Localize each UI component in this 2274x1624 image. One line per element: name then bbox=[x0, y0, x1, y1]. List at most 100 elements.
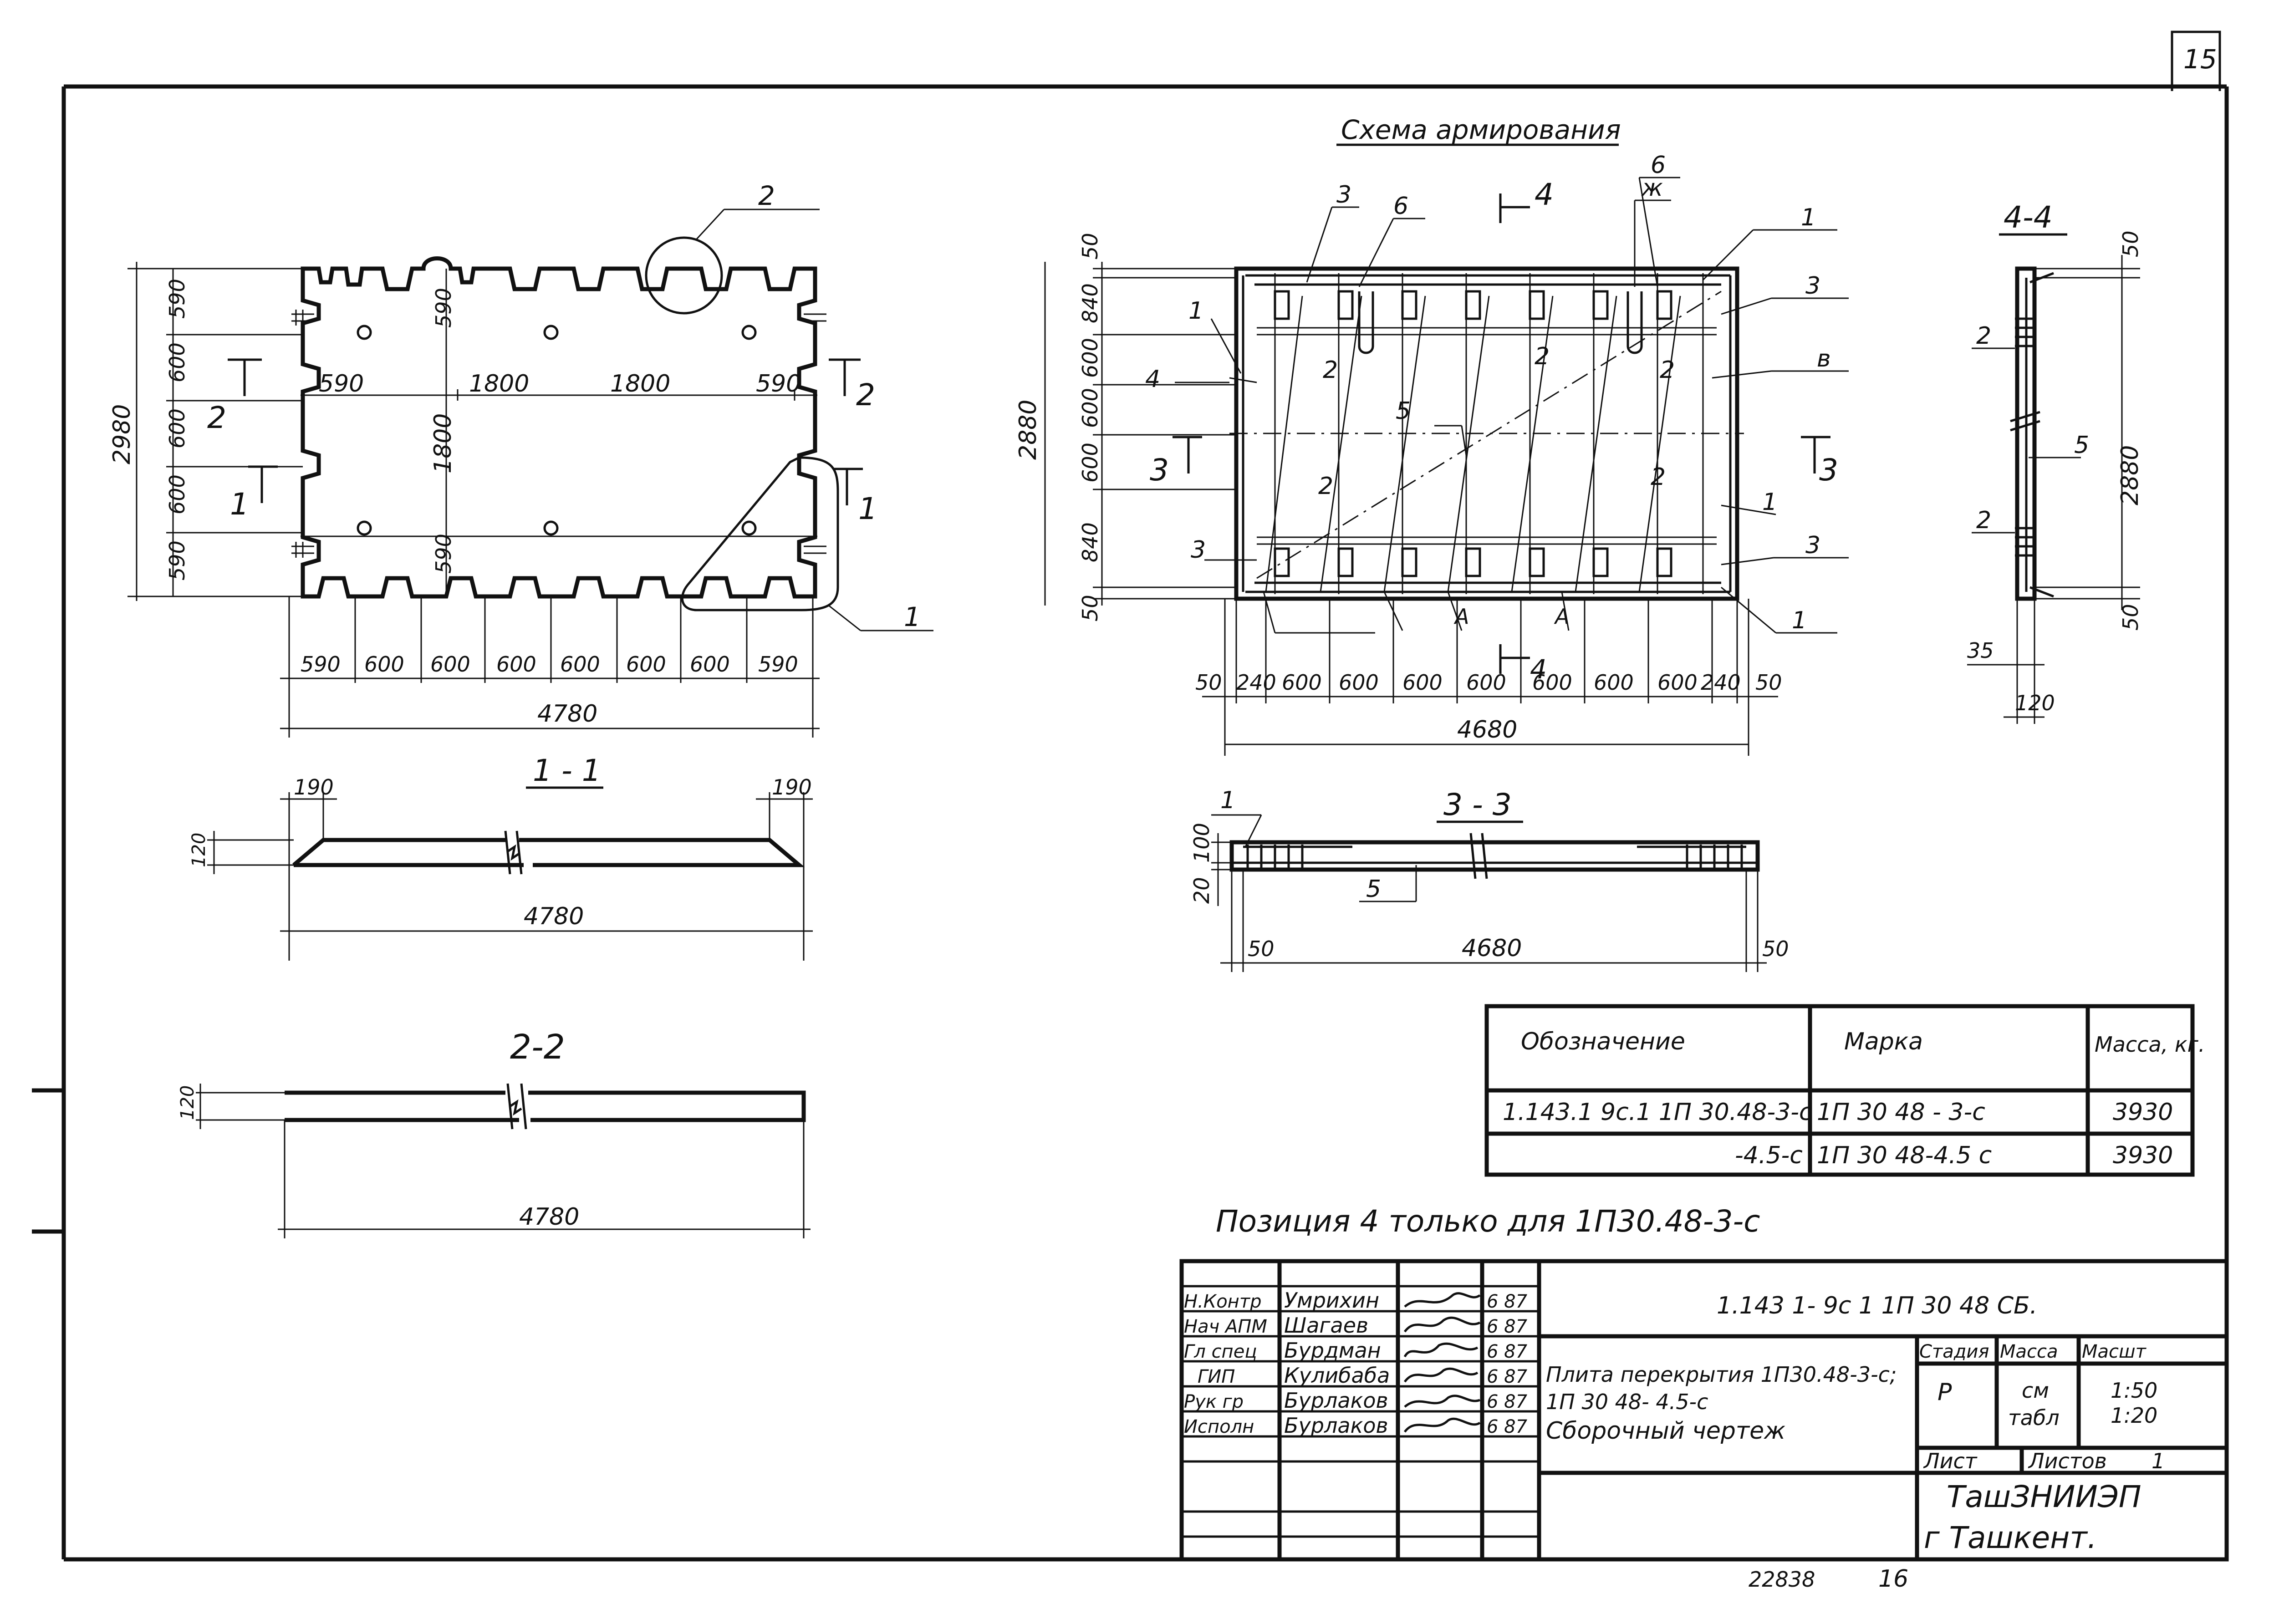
tb-org-2: г Ташкент. bbox=[1924, 1520, 2097, 1555]
reinf-label-5: 5 bbox=[1396, 397, 1411, 425]
reinf-side-dim-5: 600 bbox=[1078, 443, 1102, 483]
plan-inner-dim-bottomv: 590 bbox=[431, 534, 456, 574]
sec44-dim35: 35 bbox=[1967, 638, 1994, 663]
reinforcement-scheme: Схема армирования bbox=[1015, 114, 1849, 756]
reinf-bottom-dim-8: 600 bbox=[1594, 670, 1634, 695]
plan-section-mark-2-left: 2 bbox=[207, 400, 226, 435]
tb-signatures bbox=[1403, 1292, 1481, 1433]
reinf-title: Схема армирования bbox=[1341, 114, 1621, 145]
plan-callout-2: 2 bbox=[758, 180, 775, 211]
reinf-bottom-dim-5: 600 bbox=[1402, 670, 1443, 695]
tb-scale-label: Масшт bbox=[2082, 1341, 2147, 1362]
tb-name-5: Бурлаков bbox=[1284, 1388, 1388, 1413]
sec33-label-5: 5 bbox=[1366, 876, 1381, 903]
spec-row1-designation: 1.143.1 9с.1 1П 30.48-3-с bbox=[1503, 1099, 1812, 1126]
spec-row2-designation: -4.5-с bbox=[1735, 1142, 1803, 1169]
plan-section-mark-2-right: 2 bbox=[856, 377, 875, 412]
spec-row1-mark: 1П 30 48 - 3-с bbox=[1817, 1099, 1985, 1126]
plan-inner-dim-mid1: 1800 bbox=[469, 370, 529, 397]
reinf-label-1-left: 1 bbox=[1188, 297, 1203, 325]
tb-date-5: 6 87 bbox=[1487, 1391, 1528, 1412]
tb-title-line2: 1П 30 48- 4.5-с bbox=[1546, 1390, 1708, 1414]
reinf-side-dim-1: 50 bbox=[1078, 233, 1102, 260]
tb-title-line3: Сборочный чертеж bbox=[1546, 1417, 1785, 1445]
reinf-side-dim-3: 600 bbox=[1078, 338, 1102, 378]
sec44-label-2a: 2 bbox=[1976, 322, 1991, 350]
tb-date-3: 6 87 bbox=[1487, 1341, 1528, 1362]
sec11-dim-left: 190 bbox=[294, 775, 334, 799]
reinf-label-2-a: 2 bbox=[1323, 356, 1338, 384]
reinf-bottom-dim-2: 240 bbox=[1236, 670, 1276, 695]
plan-bottom-dim-4: 600 bbox=[496, 652, 536, 677]
reinf-side-dim-7: 50 bbox=[1078, 595, 1102, 621]
sec44-height: 2880 bbox=[2116, 445, 2144, 505]
sec22-length: 4780 bbox=[519, 1203, 579, 1231]
plan-callout-1: 1 bbox=[904, 601, 921, 632]
reinf-section-3-left: 3 bbox=[1150, 453, 1169, 488]
reinf-height-total: 2880 bbox=[1015, 400, 1042, 460]
plan-length-total: 4780 bbox=[537, 700, 597, 728]
reinf-label-1-right: 1 bbox=[1762, 489, 1777, 516]
reinf-bottom-dim-3: 600 bbox=[1282, 670, 1322, 695]
reinf-bottom-dim-9: 600 bbox=[1657, 670, 1698, 695]
tb-name-4: Кулибаба bbox=[1284, 1363, 1390, 1388]
reinf-label-6-top: 6 bbox=[1393, 193, 1408, 220]
reinf-section-4-bottom: 4 bbox=[1530, 654, 1547, 685]
sec11-dim-h: 120 bbox=[189, 833, 209, 867]
plan-inner-dim-topv: 590 bbox=[431, 288, 456, 328]
reinf-side-dim-6: 840 bbox=[1078, 522, 1102, 562]
tb-scale-2: 1:20 bbox=[2111, 1403, 2157, 1428]
plan-side-dim-4: 600 bbox=[165, 474, 189, 514]
reinf-bottom-dim-4: 600 bbox=[1339, 670, 1379, 695]
reinf-label-3-bottomright: 3 bbox=[1805, 532, 1820, 559]
tb-date-6: 6 87 bbox=[1487, 1416, 1528, 1437]
footer-id: 22838 bbox=[1749, 1567, 1815, 1592]
sec44-dim120: 120 bbox=[2015, 691, 2055, 715]
sec33-left: 50 bbox=[1248, 937, 1275, 961]
tb-role-2: Нач АПМ bbox=[1184, 1316, 1267, 1337]
tb-role-4: ГИП bbox=[1198, 1366, 1235, 1387]
reinf-side-dim-2: 840 bbox=[1078, 283, 1102, 323]
tb-name-3: Бурдман bbox=[1284, 1338, 1381, 1363]
tb-mass-label: Масса bbox=[2000, 1341, 2058, 1362]
tb-role-3: Гл спец bbox=[1184, 1341, 1257, 1362]
reinf-label-3-topleft: 3 bbox=[1336, 181, 1351, 209]
tb-scale-1: 1:50 bbox=[2111, 1378, 2157, 1403]
reinf-label-v: в bbox=[1817, 345, 1831, 372]
spec-row2-mass: 3930 bbox=[2113, 1142, 2173, 1169]
reinf-bottom-dim-11: 50 bbox=[1755, 670, 1782, 695]
plan-height-total: 2980 bbox=[108, 404, 136, 464]
spec-header-mass: Масса, кг. bbox=[2095, 1032, 2205, 1057]
reinf-label-2-d: 2 bbox=[1318, 473, 1333, 500]
reinf-label-2-b: 2 bbox=[1535, 343, 1550, 370]
plan-bottom-dim-7: 600 bbox=[690, 652, 730, 677]
plan-section-mark-1-left: 1 bbox=[230, 487, 249, 522]
plan-bottom-dim-3: 600 bbox=[430, 652, 470, 677]
reinf-bottom-dim-6: 600 bbox=[1466, 670, 1506, 695]
tb-mass-2: табл bbox=[2008, 1405, 2060, 1430]
tb-sheet-label: Лист bbox=[1923, 1449, 1978, 1473]
sheet-number: 15 bbox=[2183, 44, 2217, 75]
tb-code: 1.143 1- 9с 1 1П 30 48 СБ. bbox=[1717, 1292, 2037, 1319]
reinf-label-1-bottomright: 1 bbox=[1792, 607, 1807, 634]
footer-page: 16 bbox=[1878, 1565, 1908, 1593]
sec33-h1: 100 bbox=[1189, 823, 1214, 863]
reinf-label-6-right: 6 bbox=[1651, 152, 1666, 179]
reinf-bottom-dim-10: 240 bbox=[1701, 670, 1741, 695]
plan-bottom-dim-1: 590 bbox=[301, 652, 341, 677]
reinf-label-4: 4 bbox=[1145, 366, 1160, 393]
reinf-side-dim-4: 600 bbox=[1078, 388, 1102, 428]
spec-header-designation: Обозначение bbox=[1521, 1028, 1685, 1055]
plan-inner-dim-mid2: 1800 bbox=[610, 370, 670, 397]
title-block: Н.Контр Нач АПМ Гл спец ГИП Рук гр Испол… bbox=[1179, 1259, 2229, 1562]
tb-name-2: Шагаев bbox=[1284, 1313, 1368, 1338]
plan-inner-dim-left: 590 bbox=[319, 370, 364, 397]
sec44-bottom: 50 bbox=[2118, 604, 2143, 631]
sec44-top: 50 bbox=[2118, 230, 2143, 257]
reinf-section-3-right: 3 bbox=[1819, 453, 1838, 488]
position-note: Позиция 4 только для 1П30.48-3-с bbox=[1216, 1204, 1760, 1239]
plan-side-dim-1: 590 bbox=[165, 279, 189, 319]
plan-side-dim-3: 600 bbox=[165, 408, 189, 448]
sec33-label-1: 1 bbox=[1220, 787, 1235, 814]
sec22-title: 2-2 bbox=[510, 1028, 565, 1067]
